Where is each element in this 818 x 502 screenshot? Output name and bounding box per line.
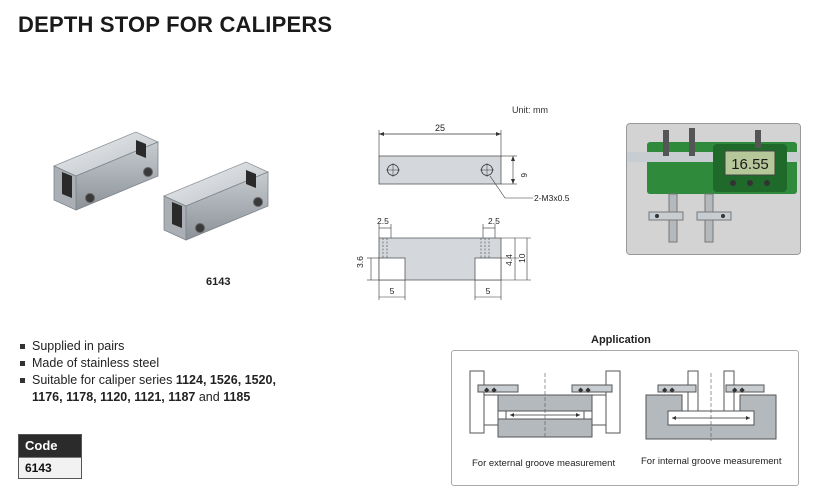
caliper-photo: 16.55 bbox=[626, 123, 801, 255]
dim-slot-left: 2.5 bbox=[377, 216, 389, 226]
depth-stop-block-left bbox=[52, 131, 160, 211]
svg-text:◆ ◆: ◆ ◆ bbox=[732, 387, 745, 394]
application-diagrams: ◆ ◆ ◆ ◆ ◆ ◆ ◆ ◆ bbox=[469, 370, 777, 441]
feature-item-continuation: 1176, 1178, 1120, 1121, 1187 and 1185 bbox=[32, 390, 251, 404]
product-code-label: 6143 bbox=[206, 276, 231, 288]
feature-list: Supplied in pairs Made of stainless stee… bbox=[20, 338, 276, 406]
application-title: Application bbox=[591, 334, 651, 346]
caption-external-groove: For external groove measurement bbox=[472, 458, 616, 469]
page-title: DEPTH STOP FOR CALIPERS bbox=[18, 12, 333, 37]
code-table-header: Code bbox=[19, 435, 81, 457]
dim-length: 25 bbox=[435, 123, 445, 133]
dim-total: 10 bbox=[517, 253, 527, 263]
feature-item: Suitable for caliper series 1124, 1526, … bbox=[20, 372, 276, 389]
dim-step-height: 3.6 bbox=[355, 256, 365, 268]
caliper-display-value: 16.55 bbox=[731, 156, 769, 173]
dim-bottom-left: 5 bbox=[390, 286, 395, 296]
depth-stop-product-image bbox=[52, 131, 270, 241]
feature-item: Made of stainless steel bbox=[20, 355, 276, 372]
technical-drawing: 25 6 2-M3x0.5 2.5 2.5 bbox=[355, 123, 570, 300]
caption-internal-groove: For internal groove measurement bbox=[641, 456, 782, 467]
depth-stop-block-right bbox=[162, 161, 270, 241]
front-view: 2.5 2.5 3.6 4.4 10 5 5 bbox=[355, 216, 531, 300]
code-table: Code 6143 bbox=[18, 434, 82, 479]
top-view: 25 6 2-M3x0.5 bbox=[378, 123, 570, 203]
internal-groove-diagram: ◆ ◆ ◆ ◆ bbox=[645, 370, 777, 441]
dim-inner: 4.4 bbox=[504, 254, 514, 266]
svg-text:◆ ◆: ◆ ◆ bbox=[484, 387, 497, 394]
unit-label: Unit: mm bbox=[512, 105, 548, 115]
svg-text:◆ ◆: ◆ ◆ bbox=[578, 387, 591, 394]
external-groove-diagram: ◆ ◆ ◆ ◆ bbox=[469, 370, 621, 439]
dim-bottom-right: 5 bbox=[486, 286, 491, 296]
dim-slot-right: 2.5 bbox=[488, 216, 500, 226]
dim-height: 6 bbox=[519, 173, 528, 178]
thread-label: 2-M3x0.5 bbox=[534, 193, 570, 203]
application-panel: ◆ ◆ ◆ ◆ ◆ ◆ ◆ ◆ bbox=[451, 350, 799, 486]
svg-text:◆ ◆: ◆ ◆ bbox=[662, 387, 675, 394]
code-table-value: 6143 bbox=[19, 457, 81, 478]
feature-item: Supplied in pairs bbox=[20, 338, 276, 355]
